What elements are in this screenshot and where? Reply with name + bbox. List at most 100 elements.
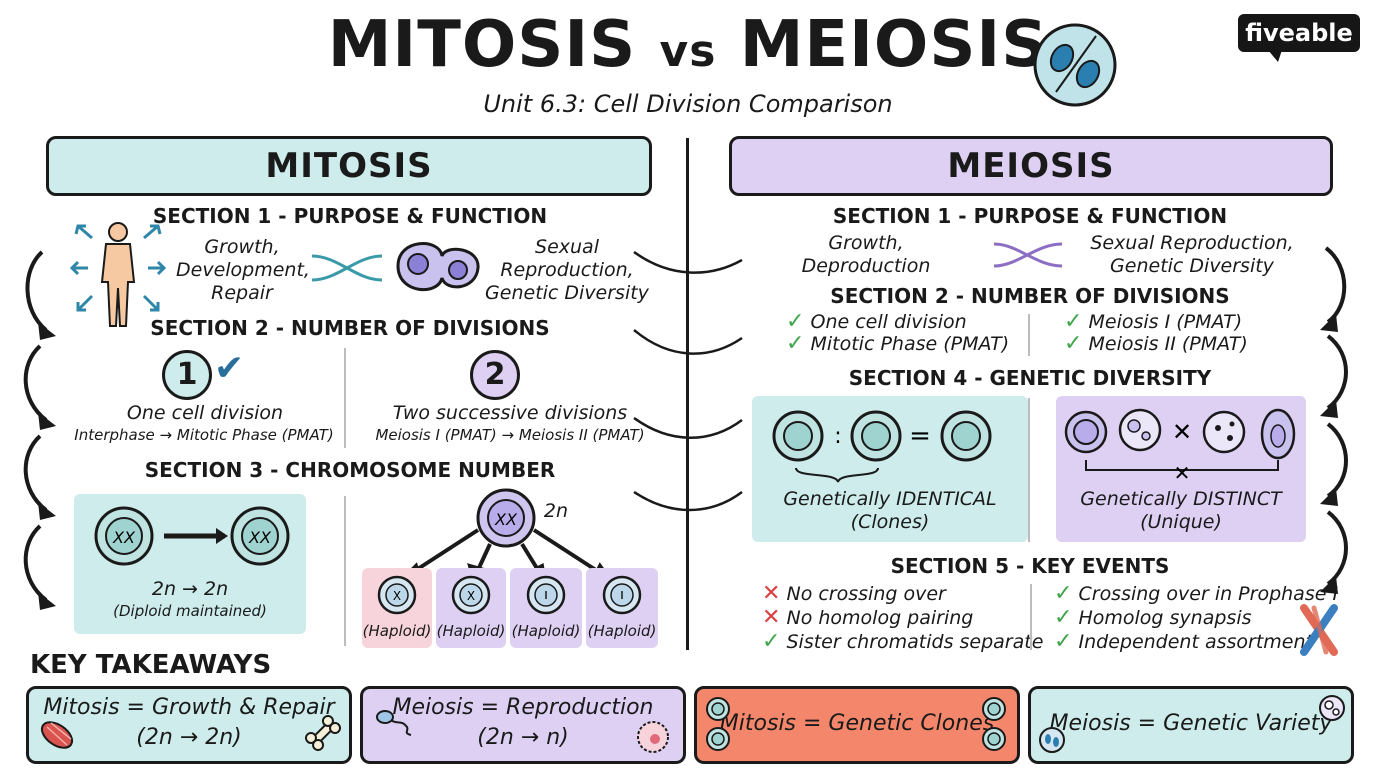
- cell-icon: [1033, 23, 1117, 107]
- haploid-cell-icon: X: [451, 575, 491, 615]
- diploid-panel: XX XX 2n → 2n (Diploid maintained): [74, 494, 306, 634]
- svg-text::: :: [834, 424, 841, 449]
- diploid-ratio: 2n → 2n: [151, 578, 229, 600]
- takeaway-2-line1: Meiosis = Reproduction: [392, 695, 654, 720]
- takeaway-3-line1: Mitosis = Genetic Clones: [719, 711, 995, 736]
- haploid-cell-icon: [602, 575, 642, 615]
- brand-logo[interactable]: fiveable: [1238, 14, 1360, 62]
- variety-cell-icon-right: [1319, 695, 1345, 721]
- meiosis-sec5-title: SECTION 5 - KEY EVENTS: [890, 554, 1170, 578]
- meiosis-sec2-left-1-text: One cell division: [810, 311, 967, 333]
- takeaway-1-line2: (2n → 2n): [136, 725, 242, 750]
- human-body-icon: [69, 222, 167, 327]
- meiosis-sec1-left-text: Growth, Deproduction: [801, 232, 931, 277]
- haploid-cell-4: (Haploid): [586, 568, 658, 648]
- mitosis-sec1-left-text: Growth, Development, Repair: [176, 236, 310, 304]
- diploid-note: (Diploid maintained): [113, 602, 267, 620]
- meiosis-sec2-right-2-text: Meiosis II (PMAT): [1088, 333, 1248, 355]
- checkmark-icon: ✓: [786, 309, 805, 334]
- clone-cells-diagram: : =: [772, 410, 992, 483]
- haploid-label-2: (Haploid): [436, 622, 506, 640]
- key-event-right-1: ✓ Crossing over in Prophase I: [1054, 582, 1338, 606]
- meiosis-heading: MEIOSIS: [729, 136, 1333, 196]
- division-count-two: 2: [470, 350, 520, 400]
- key-event-left-3-text: Sister chromatids separate: [786, 631, 1044, 653]
- cross-icon: ✕: [762, 581, 781, 606]
- mitosis-one-division-phases: Interphase → Mitotic Phase (PMAT): [74, 426, 334, 444]
- key-event-right-3: ✓ Independent assortment: [1054, 630, 1313, 654]
- diploid-cells-diagram: XX XX: [94, 506, 290, 566]
- checkmark-icon: ✓: [1064, 309, 1083, 334]
- mitosis-sec1-title: SECTION 1 - PURPOSE & FUNCTION: [152, 204, 548, 228]
- title-meiosis: MEIOSIS: [739, 8, 1049, 82]
- haploid-cell-3: (Haploid): [510, 568, 582, 648]
- takeaway-card-2: Meiosis = Reproduction (2n → n): [360, 686, 686, 764]
- key-event-right-1-text: Crossing over in Prophase I: [1078, 583, 1339, 605]
- checkmark-icon: ✓: [762, 629, 781, 654]
- checkmark-icon: ✓: [1054, 629, 1073, 654]
- takeaway-card-1: Mitosis = Growth & Repair (2n → 2n): [26, 686, 352, 764]
- mitosis-sec3-title: SECTION 3 - CHROMOSOME NUMBER: [144, 458, 556, 482]
- dna-cross-icon: [311, 254, 383, 282]
- meiosis-sec1-right-text: Sexual Reproduction, Genetic Diversity: [1090, 232, 1294, 277]
- takeaway-1-line1: Mitosis = Growth & Repair: [43, 695, 335, 720]
- svg-text:XX: XX: [494, 510, 518, 529]
- meiosis-sec4-divider: [1028, 398, 1030, 542]
- meiosis-sec2-left-1: ✓ One cell division: [786, 310, 967, 334]
- identical-label: Genetically IDENTICAL (Clones): [783, 488, 997, 533]
- center-divider: [686, 138, 689, 650]
- meiosis-sec2-right-1-text: Meiosis I (PMAT): [1088, 311, 1243, 333]
- key-event-right-2-text: Homolog synapsis: [1078, 607, 1252, 629]
- svg-text:X: X: [467, 589, 475, 603]
- checkmark-icon: ✓: [1054, 581, 1073, 606]
- meiosis-sec2-left-2: ✓ Mitotic Phase (PMAT): [786, 332, 1009, 356]
- checkmark-icon: ✓: [1054, 605, 1073, 630]
- division-count-one: 1: [162, 350, 212, 400]
- center-connectors: [633, 250, 743, 512]
- distinct-label: Genetically DISTINCT (Unique): [1080, 488, 1282, 533]
- haploid-parent-label: 2n: [543, 500, 569, 522]
- haploid-label-4: (Haploid): [587, 622, 657, 640]
- meiosis-sec2-left-2-text: Mitotic Phase (PMAT): [810, 333, 1010, 355]
- dividing-cell-icon: [396, 242, 480, 292]
- mitosis-sec1-right-text: Sexual Reproduction, Genetic Diversity: [485, 236, 649, 304]
- haploid-label-1: (Haploid): [362, 622, 432, 640]
- meiosis-sec5-divider: [1030, 584, 1032, 650]
- checkmark-icon: ✓: [786, 331, 805, 356]
- takeaway-2-line2: (2n → n): [477, 725, 569, 750]
- mitosis-sec2-title: SECTION 2 - NUMBER OF DIVISIONS: [150, 316, 550, 340]
- clone-cell-icons-right: [982, 697, 1006, 751]
- chromosome-icon: [1300, 604, 1338, 656]
- haploid-label-3: (Haploid): [511, 622, 581, 640]
- key-event-left-2: ✕ No homolog pairing: [762, 606, 973, 630]
- meiosis-sec1-title: SECTION 1 - PURPOSE & FUNCTION: [832, 204, 1228, 228]
- egg-icon: [637, 721, 669, 753]
- page-title: MITOSIS vs MEIOSIS: [0, 8, 1376, 82]
- svg-text:X: X: [393, 589, 401, 603]
- key-takeaways-title: KEY TAKEAWAYS: [30, 650, 272, 680]
- svg-text:XX: XX: [248, 528, 272, 547]
- dna-cross-icon: [993, 242, 1063, 268]
- mitosis-sec3-divider: [344, 496, 346, 646]
- muscle-icon: [40, 721, 74, 749]
- key-event-right-3-text: Independent assortment: [1078, 631, 1313, 653]
- clone-cell-icons-left: [706, 697, 730, 751]
- takeaway-card-3: Mitosis = Genetic Clones: [694, 686, 1020, 764]
- haploid-cell-2: X (Haploid): [436, 568, 506, 648]
- mitosis-two-divisions: Two successive divisions: [392, 402, 628, 424]
- title-mitosis: MITOSIS: [327, 8, 637, 82]
- haploid-cell-icon: X: [377, 575, 417, 615]
- cross-icon: ✕: [762, 605, 781, 630]
- meiosis-sec2-right-2: ✓ Meiosis II (PMAT): [1064, 332, 1248, 356]
- distinct-cells-diagram: ✕ ✕: [1064, 408, 1296, 485]
- bone-icon: [305, 715, 341, 751]
- page-subtitle: Unit 6.3: Cell Division Comparison: [483, 90, 893, 118]
- distinct-panel: ✕ ✕ Genetically DISTINCT (Unique): [1056, 396, 1306, 542]
- svg-text:✕: ✕: [1174, 461, 1191, 485]
- left-flow-arrows: [23, 250, 56, 610]
- checkmark-icon: ✔: [214, 348, 245, 389]
- svg-text:XX: XX: [112, 528, 136, 547]
- haploid-cell-icon: [526, 575, 566, 615]
- meiosis-sec2-divider: [1028, 314, 1030, 356]
